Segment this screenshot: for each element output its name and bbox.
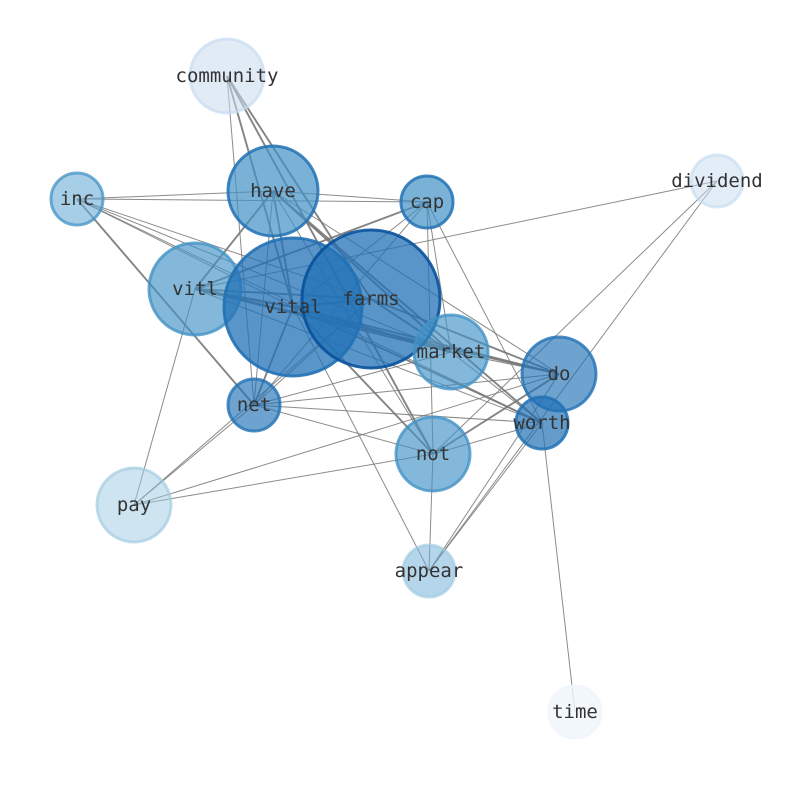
node-label-market: market	[417, 341, 486, 363]
node-label-net: net	[237, 394, 271, 416]
node-label-time: time	[552, 701, 598, 723]
edge-net-worth	[253, 404, 543, 424]
node-label-inc: inc	[60, 188, 94, 210]
node-label-pay: pay	[117, 494, 151, 516]
node-label-appear: appear	[395, 560, 464, 582]
node-inc	[49, 171, 105, 227]
labels-layer: community have inc cap dividend vitl vital farm…	[60, 65, 763, 723]
node-label-farms: farms	[342, 288, 399, 310]
node-label-have: have	[250, 180, 296, 202]
node-pay	[95, 466, 173, 544]
node-time	[547, 684, 603, 740]
node-label-dividend: dividend	[671, 170, 763, 192]
nodes-layer	[49, 37, 745, 740]
node-label-do: do	[548, 363, 571, 385]
node-cap	[399, 174, 455, 230]
node-community	[188, 37, 266, 115]
node-worth	[514, 395, 570, 451]
edges-layer	[76, 75, 718, 713]
node-label-community: community	[176, 65, 279, 87]
node-label-not: not	[416, 443, 450, 465]
edge-do-net	[253, 373, 560, 406]
node-have	[226, 144, 320, 238]
node-net	[226, 377, 282, 433]
node-appear	[401, 543, 457, 599]
node-label-vitl: vitl	[172, 278, 218, 300]
edge-worth-time	[541, 422, 576, 713]
edge-do-pay	[133, 373, 560, 506]
node-label-cap: cap	[410, 191, 444, 213]
node-not	[394, 415, 472, 493]
edge-worth-appear	[428, 422, 543, 572]
edge-dividend-not	[432, 180, 718, 455]
node-label-worth: worth	[513, 412, 570, 434]
node-dividend	[689, 153, 745, 209]
node-label-vital: vital	[264, 296, 321, 318]
node-farms	[300, 228, 442, 370]
edge-not-pay	[133, 453, 434, 506]
node-market	[412, 313, 490, 391]
